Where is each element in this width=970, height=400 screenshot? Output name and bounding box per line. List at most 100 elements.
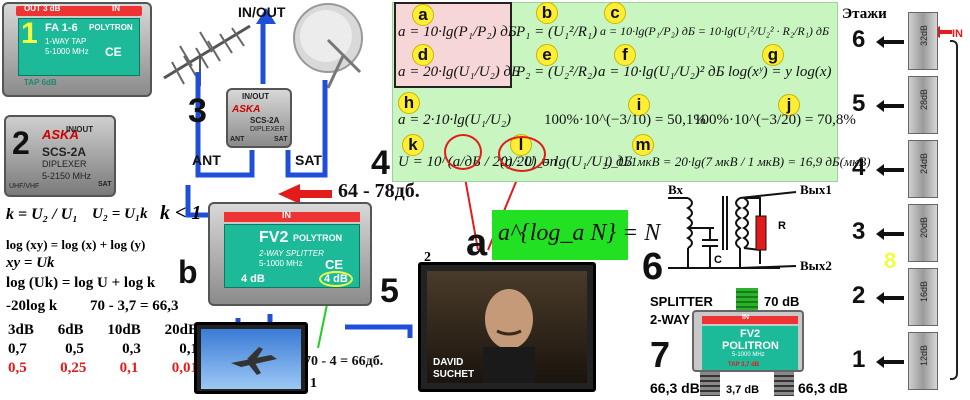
floor-tap-value: 16dB — [919, 281, 929, 303]
floors-in-label: IN — [952, 28, 963, 40]
tap-db: 3,7 dB — [726, 384, 760, 396]
capacitor-label: C — [714, 254, 722, 266]
u-ratio-cell: 0,3 — [122, 341, 141, 357]
floor-output-arrow-icon — [876, 100, 904, 112]
floor-tap-value: 32dB — [919, 25, 929, 47]
number-6: 6 — [642, 246, 664, 288]
transformer-circuit — [668, 191, 797, 270]
uhf-label: UHF/VHF — [9, 183, 40, 190]
brand-label: POLYTRON — [89, 23, 133, 32]
splitter-subtitle: 2-WAY — [650, 312, 690, 327]
inout-title: IN/OUT — [238, 4, 286, 20]
db-cell: 10dB — [107, 322, 141, 338]
floor-tap-device: 16dB — [908, 268, 938, 326]
splitter-connector-right — [774, 372, 794, 396]
out-label: OUT 3 dB — [24, 4, 61, 13]
identity-box: a^{log_a N} = N — [492, 210, 660, 260]
tag-a: a — [412, 4, 434, 26]
p-ratio-cell: 0,5 — [8, 360, 27, 376]
neg-log-k: -20log k — [6, 298, 58, 314]
out-left-label: 4 dB — [241, 273, 265, 285]
type-label: DIPLEXER — [250, 126, 285, 133]
sat-port-label: SAT — [274, 136, 288, 143]
freq-label: 5-2150 MHz — [42, 171, 92, 181]
log-product-rule: log (xy) = log (x) + log (y) — [6, 237, 146, 252]
in-label: IN — [112, 4, 120, 13]
device-title: FA 1-6 — [45, 22, 78, 34]
db-cell: 20dB — [164, 322, 198, 338]
type-label: 2-WAY SPLITTER — [259, 249, 324, 258]
splitter-input-db: 70 dB — [764, 294, 800, 309]
xy-formula: xy = Uk — [6, 255, 55, 271]
device-title: SCS-2A — [42, 145, 87, 159]
calc-66-3: 70 - 3,7 = 66,3 — [90, 298, 179, 314]
tap-label: TAP 3,7 dB — [728, 362, 760, 368]
brand-label: POLYTRON — [293, 233, 343, 243]
formula-b: P₁ = (U₁²/R₁) — [516, 24, 598, 40]
floor-tap-device: 28dB — [908, 76, 938, 134]
diplexer-scs2a: 2 ASKA IN/OUT SCS-2A DIPLEXER 5-2150 MHz… — [4, 115, 116, 197]
db-cell: 3dB — [8, 322, 34, 338]
floors-title: Этажи — [842, 6, 887, 22]
inout-label: IN/OUT — [66, 125, 94, 134]
number-7: 7 — [650, 334, 671, 375]
p-ratio-cell: 0,01 — [171, 360, 198, 376]
floor-tap-device: 20dB — [908, 204, 938, 262]
freq-label: 5-1000 MHz — [732, 352, 765, 358]
output-left-db: 66,3 dB — [650, 380, 700, 396]
k-less-than-one: k < 1 — [160, 202, 202, 224]
highlight-circle-1 — [444, 134, 482, 170]
floor-tap-value: 12dB — [919, 345, 929, 367]
in-label: IN — [742, 314, 749, 321]
tag-i: i — [628, 94, 650, 116]
floor-number: 3 — [852, 218, 866, 245]
output-right-db: 66,3 dB — [798, 380, 848, 396]
number-5: 5 — [380, 272, 399, 310]
floor-output-arrow-icon — [876, 164, 904, 176]
p-ratio-cell: 0,1 — [119, 360, 139, 376]
floor-tap-device: 32dB — [908, 12, 938, 70]
tv-1-label: 1 — [310, 376, 317, 391]
floor-number: 5 — [852, 90, 866, 117]
tv-1 — [194, 322, 308, 394]
splitter-7-body: IN FV2 POLITRON 5-1000 MHz TAP 3,7 dB — [692, 310, 804, 372]
u-ratio-cell: 0,5 — [65, 341, 84, 357]
floor-tap-device: 12dB — [908, 332, 938, 390]
formula-a: a = 10·lg(P₁/P₂) дБ — [398, 24, 517, 40]
formula-h: a = 2·10·lg(U₁/U₂) — [398, 112, 512, 128]
floor-tap-value: 24dB — [919, 153, 929, 175]
tag-e: e — [536, 44, 558, 66]
tv-caption: DAVID SUCHET — [433, 357, 475, 380]
freq-label: 5-1000 MHz — [259, 259, 303, 268]
device-title: FV2 — [259, 229, 289, 246]
log-identity: a^{log_a N} = N — [498, 220, 661, 246]
tag-g: g — [762, 44, 784, 66]
tv-2-label: 2 — [424, 250, 431, 265]
number-4: 4 — [371, 144, 390, 182]
splitter-fv2: IN FV2 POLYTRON 2-WAY SPLITTER 5-1000 MH… — [208, 202, 372, 306]
inout-label: IN/OUT — [242, 92, 270, 101]
k-definition: k = U₂ / U₁ — [6, 206, 78, 223]
floor-number: 6 — [852, 26, 866, 53]
floor-marker: 8 — [884, 248, 897, 273]
freq-label: 5-1000 MHz — [45, 47, 89, 56]
floor-output-arrow-icon — [876, 292, 904, 304]
diplexer-center: IN/OUT ASKA SCS-2A DIPLEXER ANT SAT — [226, 88, 292, 148]
ant-label: ANT — [192, 152, 221, 168]
tag-f: f — [614, 44, 636, 66]
floor-output-arrow-icon — [876, 356, 904, 368]
resistor-label: R — [778, 220, 786, 232]
floor-tap-value: 20dB — [919, 217, 929, 239]
splitter-connector-left — [700, 372, 720, 396]
brand-label: ASKA — [232, 104, 261, 115]
output-1-label: Вых1 — [800, 182, 832, 197]
formula-j: 100%·10^(−3/20) = 70,8% — [694, 112, 856, 128]
ant-port-label: ANT — [230, 136, 245, 143]
type-label: 1-WAY TAP — [45, 37, 87, 46]
splitter-connector-top — [736, 288, 758, 310]
db-cell: 6dB — [57, 322, 84, 338]
tag-h: h — [398, 92, 420, 114]
in-label: IN — [282, 210, 291, 220]
u-ratio-cell: 0,7 — [8, 341, 27, 357]
letter-b: b — [178, 254, 198, 290]
